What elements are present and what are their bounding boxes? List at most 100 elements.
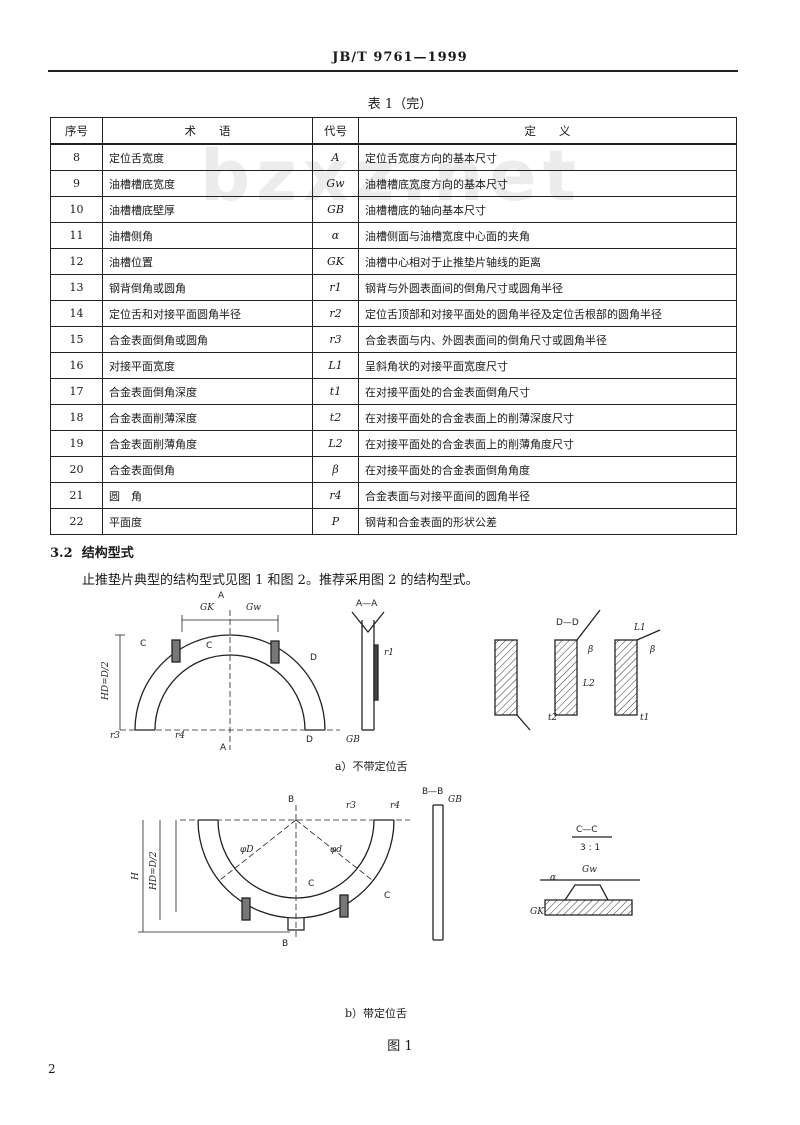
row-definition: 油槽槽底宽度方向的基本尺寸: [358, 170, 737, 197]
label-scale: 3 : 1: [580, 843, 600, 853]
row-definition: 油槽槽底的轴向基本尺寸: [358, 196, 737, 223]
row-symbol: t1: [312, 378, 359, 405]
section-number: 3.2: [50, 546, 73, 561]
row-term: 定位舌宽度: [102, 143, 313, 171]
row-symbol: β: [312, 456, 359, 483]
washer-b-dimensions: [138, 820, 290, 933]
washer-b-centerlines: [180, 805, 410, 940]
row-symbol: L1: [312, 352, 359, 379]
row-symbol: r4: [312, 482, 359, 509]
label-b-bottom: B: [282, 939, 288, 949]
row-term: 定位舌和对接平面圆角半径: [102, 300, 313, 327]
row-symbol: α: [312, 222, 359, 249]
washer-a-centerlines: [120, 610, 340, 750]
row-number: 10: [50, 196, 103, 223]
row-definition: 在对接平面处的合金表面倒角尺寸: [358, 378, 737, 405]
row-term: 合金表面削薄深度: [102, 404, 313, 431]
row-number: 16: [50, 352, 103, 379]
section-heading: 3.2 结构型式: [50, 542, 134, 561]
row-symbol: P: [312, 508, 359, 535]
label-r3-b: r3: [346, 801, 356, 811]
row-number: 20: [50, 456, 103, 483]
row-symbol: r1: [312, 274, 359, 301]
standard-code: JB/T 9761—1999: [332, 50, 468, 65]
label-t1: t1: [640, 713, 649, 723]
row-number: 18: [50, 404, 103, 431]
row-definition: 呈斜角状的对接平面宽度尺寸: [358, 352, 737, 379]
label-beta-1: β: [587, 645, 593, 655]
row-definition: 钢背与外圆表面间的倒角尺寸或圆角半径: [358, 274, 737, 301]
row-number: 17: [50, 378, 103, 405]
label-alpha: α: [550, 873, 556, 883]
label-phi-d-small: φd: [330, 845, 342, 855]
figure-caption-a: a）不带定位舌: [335, 760, 408, 773]
figure-1-drawing: A GK Gw C C D D A r3 r4 HD=D/2 A—A GB r1…: [101, 591, 661, 949]
row-number: 22: [50, 508, 103, 535]
section-c-c: [540, 836, 640, 916]
row-term: 合金表面削薄角度: [102, 430, 313, 457]
row-term: 平面度: [102, 508, 313, 535]
row-term: 圆 角: [102, 482, 313, 509]
section-a-a: [351, 611, 385, 731]
row-number: 19: [50, 430, 103, 457]
table-caption: 表 1（完）: [367, 97, 433, 112]
row-term: 合金表面倒角或圆角: [102, 326, 313, 353]
label-r1-a: r1: [384, 648, 394, 658]
label-phi-d: φD: [240, 845, 254, 855]
row-number: 13: [50, 274, 103, 301]
row-symbol: GK: [312, 248, 359, 275]
label-r4-b: r4: [390, 801, 400, 811]
row-definition: 钢背和合金表面的形状公差: [358, 508, 737, 535]
row-definition: 定位舌顶部和对接平面处的圆角半径及定位舌根部的圆角半径: [358, 300, 737, 327]
label-d-d: D—D: [556, 618, 579, 628]
label-hd-a: HD=D/2: [101, 661, 111, 701]
label-b-top: B: [288, 795, 294, 805]
row-term: 钢背倒角或圆角: [102, 274, 313, 301]
table-header-row: 序号 术 语 代号 定 义: [50, 117, 737, 145]
label-d-bottom: D: [306, 735, 313, 745]
label-a-a: A—A: [356, 599, 378, 609]
row-symbol: GB: [312, 196, 359, 223]
figure-caption-b: b）带定位舌: [345, 1007, 408, 1020]
figure-title: 图 1: [387, 1039, 413, 1054]
row-term: 油槽槽底宽度: [102, 170, 313, 197]
label-a-top: A: [218, 591, 225, 601]
label-d-right: D: [310, 653, 317, 663]
label-l1: L1: [633, 623, 646, 633]
row-symbol: Gw: [312, 170, 359, 197]
section-title: 结构型式: [81, 546, 134, 561]
row-definition: 在对接平面处的合金表面倒角角度: [358, 456, 737, 483]
row-term: 油槽侧角: [102, 222, 313, 249]
column-header-symbol: 代号: [312, 117, 359, 145]
label-hd-b: HD=D/2: [149, 851, 159, 891]
row-term: 对接平面宽度: [102, 352, 313, 379]
column-header-term: 术 语: [102, 117, 313, 145]
row-definition: 在对接平面处的合金表面上的削薄角度尺寸: [358, 430, 737, 457]
page-number: 2: [48, 1062, 56, 1076]
row-number: 14: [50, 300, 103, 327]
row-definition: 定位舌宽度方向的基本尺寸: [358, 143, 737, 171]
row-definition: 油槽侧面与油槽宽度中心面的夹角: [358, 222, 737, 249]
row-number: 12: [50, 248, 103, 275]
label-c-right: C: [206, 641, 212, 651]
label-gb-b: GB: [448, 795, 462, 805]
label-a-bottom: A: [220, 743, 227, 753]
label-beta-2: β: [649, 645, 655, 655]
column-header-no: 序号: [50, 117, 103, 145]
column-header-definition: 定 义: [358, 117, 737, 145]
label-r3-a: r3: [110, 731, 120, 741]
detail-d-d: [494, 609, 661, 731]
